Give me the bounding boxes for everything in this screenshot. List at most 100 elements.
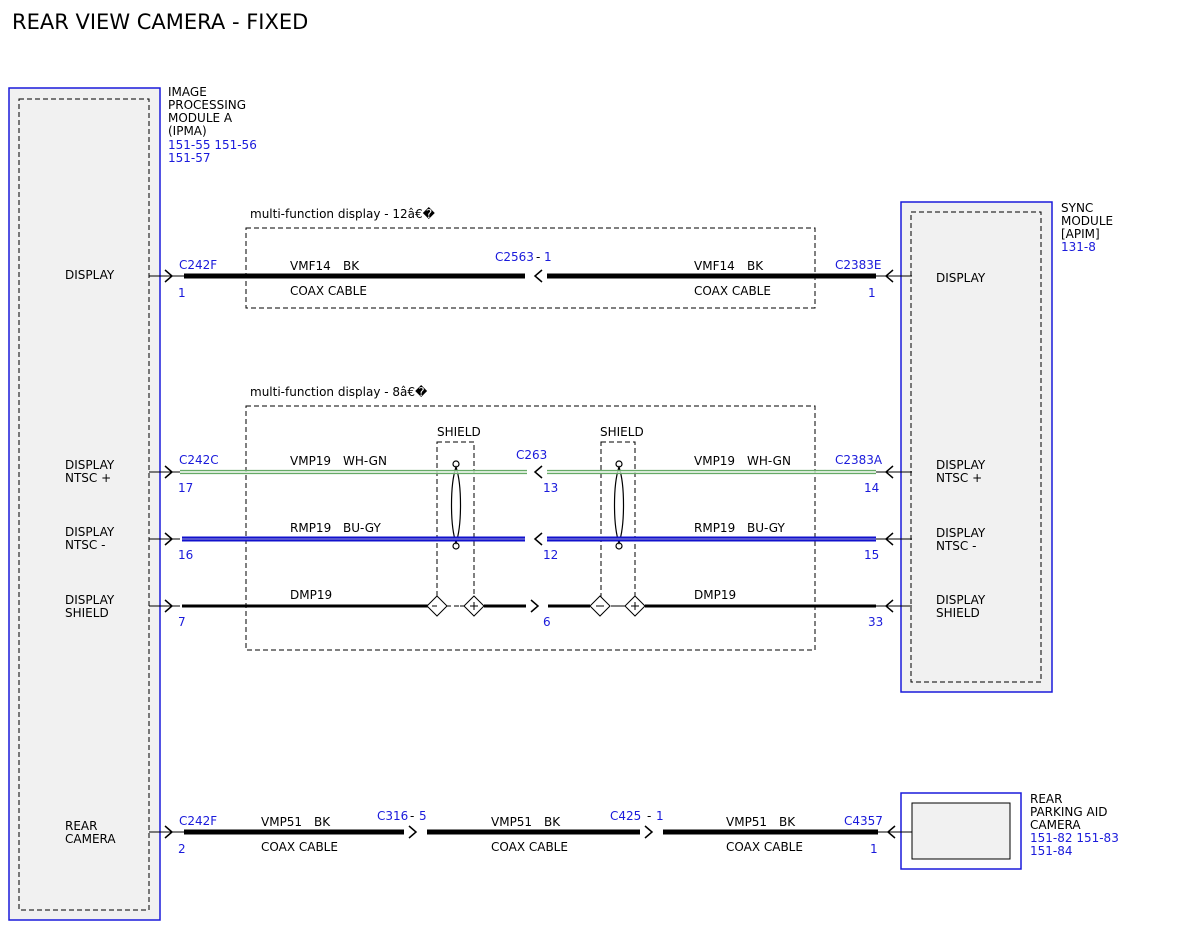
svg-text:NTSC +: NTSC +: [65, 471, 111, 485]
ntsc-minus-wire: [149, 532, 912, 546]
sync-pin-display: DISPLAY: [936, 271, 986, 285]
svg-text:PROCESSING: PROCESSING: [168, 98, 246, 112]
sync-pin-ntsc-minus: DISPLAY NTSC -: [936, 526, 986, 553]
pin-number: 1: [656, 809, 664, 823]
sync-name: SYNC MODULE [APIM]: [1061, 201, 1113, 241]
svg-text:PARKING AID: PARKING AID: [1030, 805, 1108, 819]
connector-separator: -: [647, 809, 651, 823]
svg-text:DISPLAY: DISPLAY: [936, 593, 986, 607]
svg-text:NTSC +: NTSC +: [936, 471, 982, 485]
pin-number: 33: [868, 615, 883, 629]
camera-ref-link-151-84[interactable]: 151-84: [1030, 844, 1073, 858]
camera-coax-wire: [149, 825, 912, 839]
connector-c2383a[interactable]: C2383A: [835, 453, 883, 467]
sync-pin-shield: DISPLAY SHIELD: [936, 593, 986, 620]
svg-text:DISPLAY: DISPLAY: [936, 526, 986, 540]
camera-module: [900, 792, 1022, 870]
wire-color: BK: [779, 815, 796, 829]
svg-text:SHIELD: SHIELD: [65, 606, 109, 620]
pin-number: 17: [178, 481, 193, 495]
connector-c2383e[interactable]: C2383E: [835, 258, 882, 272]
svg-text:REAR: REAR: [1030, 792, 1062, 806]
svg-text:IMAGE: IMAGE: [168, 85, 207, 99]
wire-id: DMP19: [694, 588, 736, 602]
wire-id: RMP19: [694, 521, 735, 535]
wire-id: DMP19: [290, 588, 332, 602]
wire-color: WH-GN: [747, 454, 791, 468]
sync-ref-link[interactable]: 131-8: [1061, 240, 1096, 254]
svg-text:CAMERA: CAMERA: [65, 832, 116, 846]
svg-text:MODULE: MODULE: [1061, 214, 1113, 228]
connector-c263[interactable]: C263: [516, 448, 547, 462]
cable-type: COAX CABLE: [491, 840, 568, 854]
shield-drain-wire: [149, 595, 912, 617]
svg-text:[APIM]: [APIM]: [1061, 227, 1100, 241]
pin-number: 12: [543, 548, 558, 562]
connector-separator: -: [536, 250, 540, 264]
pin-number: 1: [544, 250, 552, 264]
page-title: REAR VIEW CAMERA - FIXED: [12, 10, 308, 34]
ipma-pin-ntsc-plus: DISPLAY NTSC +: [65, 458, 115, 485]
ipma-ref-links[interactable]: 151-55 151-56: [168, 138, 257, 152]
connector-c316[interactable]: C316: [377, 809, 408, 823]
ipma-pin-ntsc-minus: DISPLAY NTSC -: [65, 525, 115, 552]
connector-c2563[interactable]: C2563: [495, 250, 534, 264]
wire-color: BK: [314, 815, 331, 829]
svg-text:CAMERA: CAMERA: [1030, 818, 1081, 832]
connector-c242f-camera[interactable]: C242F: [179, 814, 217, 828]
cable-type: COAX CABLE: [694, 284, 771, 298]
wire-id: RMP19: [290, 521, 331, 535]
pin-number: 16: [178, 548, 193, 562]
group-box-12in: [245, 227, 816, 309]
sync-module: [900, 201, 1053, 693]
wire-id: VMP51: [261, 815, 302, 829]
ipma-module: [8, 87, 161, 921]
group-label-12in: multi-function display - 12â€�: [250, 207, 436, 221]
wire-id: VMF14: [290, 259, 331, 273]
shield-label: SHIELD: [600, 425, 644, 439]
camera-name: REAR PARKING AID CAMERA: [1030, 792, 1108, 832]
svg-text:NTSC -: NTSC -: [936, 539, 976, 553]
svg-text:(IPMA): (IPMA): [168, 124, 207, 138]
svg-text:DISPLAY: DISPLAY: [936, 458, 986, 472]
ipma-pin-shield: DISPLAY SHIELD: [65, 593, 115, 620]
connector-separator: -: [410, 809, 414, 823]
svg-text:SHIELD: SHIELD: [936, 606, 980, 620]
ntsc-plus-wire: [149, 465, 912, 479]
wire-id: VMP51: [726, 815, 767, 829]
svg-text:DISPLAY: DISPLAY: [65, 525, 115, 539]
camera-ref-links[interactable]: 151-82 151-83: [1030, 831, 1119, 845]
svg-text:REAR: REAR: [65, 819, 97, 833]
svg-text:DISPLAY: DISPLAY: [65, 593, 115, 607]
group-box-8in: [245, 405, 816, 651]
connector-c242c[interactable]: C242C: [179, 453, 219, 467]
pin-number: 5: [419, 809, 427, 823]
wire-color: BU-GY: [343, 521, 381, 535]
svg-text:NTSC -: NTSC -: [65, 538, 105, 552]
display-coax-wire: [149, 269, 912, 283]
svg-text:DISPLAY: DISPLAY: [65, 458, 115, 472]
wire-id: VMP19: [694, 454, 735, 468]
wire-id: VMP19: [290, 454, 331, 468]
ipma-ref-link-151-57[interactable]: 151-57: [168, 151, 211, 165]
ipma-pin-display: DISPLAY: [65, 268, 115, 282]
pin-number: 14: [864, 481, 879, 495]
pin-number: 15: [864, 548, 879, 562]
ipma-pin-rear-camera: REAR CAMERA: [65, 819, 116, 846]
group-label-8in: multi-function display - 8â€�: [250, 385, 428, 399]
wire-color: BK: [544, 815, 561, 829]
wire-color: BK: [747, 259, 764, 273]
connector-c425[interactable]: C425: [610, 809, 641, 823]
pin-number: 2: [178, 842, 186, 856]
sync-pin-ntsc-plus: DISPLAY NTSC +: [936, 458, 986, 485]
wire-id: VMF14: [694, 259, 735, 273]
shield-box-left: [436, 441, 475, 607]
pin-number: 13: [543, 481, 558, 495]
pin-number: 1: [870, 842, 878, 856]
connector-c242f-display[interactable]: C242F: [179, 258, 217, 272]
connector-c4357[interactable]: C4357: [844, 814, 883, 828]
wire-color: WH-GN: [343, 454, 387, 468]
cable-type: COAX CABLE: [261, 840, 338, 854]
pin-number: 1: [178, 286, 186, 300]
